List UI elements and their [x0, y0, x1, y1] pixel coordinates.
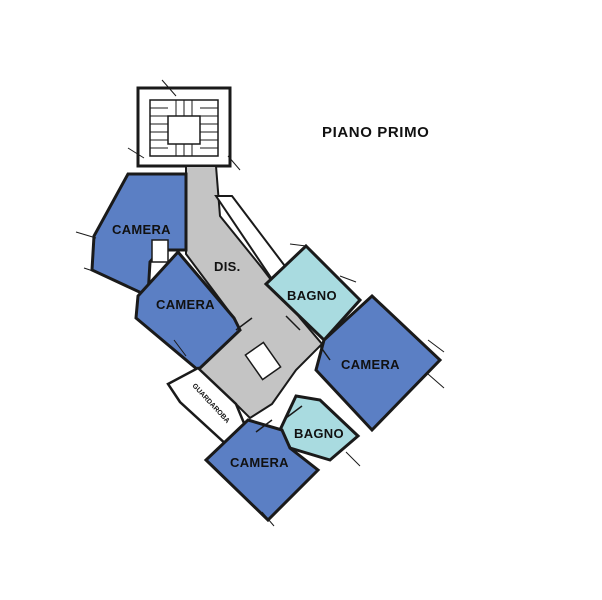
- label-camera-1: CAMERA: [112, 222, 171, 237]
- room-camera-1: [90, 172, 188, 299]
- label-camera-3: CAMERA: [341, 357, 400, 372]
- room-camera-3: [314, 293, 443, 433]
- floor-title: PIANO PRIMO: [322, 124, 430, 141]
- window-marks: [75, 231, 445, 527]
- label-camera-2: CAMERA: [156, 297, 215, 312]
- label-bagno-2: BAGNO: [294, 426, 344, 441]
- label-bagno-1: BAGNO: [287, 288, 337, 303]
- staircase: [127, 79, 241, 171]
- doors: [235, 315, 331, 433]
- label-dis: DIS.: [214, 259, 240, 274]
- room-camera-4: [203, 418, 321, 523]
- label-camera-4: CAMERA: [230, 455, 289, 470]
